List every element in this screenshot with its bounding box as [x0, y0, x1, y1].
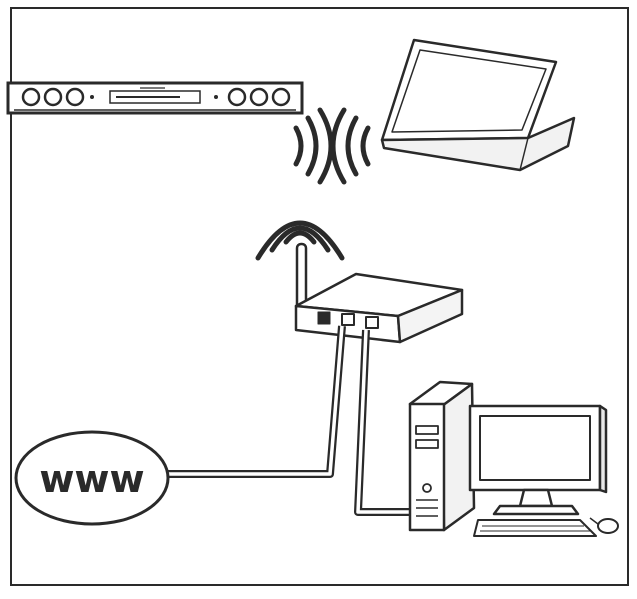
soundbar-knobs-left: [21, 87, 85, 107]
mouse-icon: [589, 517, 619, 534]
desktop-monitor: [468, 404, 608, 516]
soundbar-display-panel: [109, 87, 201, 104]
desktop-tower: [408, 380, 476, 532]
wireless-router: [294, 242, 464, 344]
cable-internet-to-router: [166, 325, 346, 478]
internet-label: www: [39, 457, 144, 501]
power-button-icon: [422, 483, 432, 493]
wifi-signal-icon-laptop: [330, 107, 371, 185]
router-port-3: [365, 316, 379, 329]
router-port-2: [341, 313, 355, 326]
soundbar-knobs-right: [227, 87, 291, 107]
keyboard: [473, 519, 597, 537]
laptop-device: [380, 38, 576, 172]
cable-router-to-desktop: [354, 329, 410, 516]
wifi-signal-icon-router: [255, 220, 345, 261]
soundbar-device: [6, 81, 304, 115]
internet-cloud: www: [14, 430, 170, 526]
router-port-1: [317, 311, 331, 325]
